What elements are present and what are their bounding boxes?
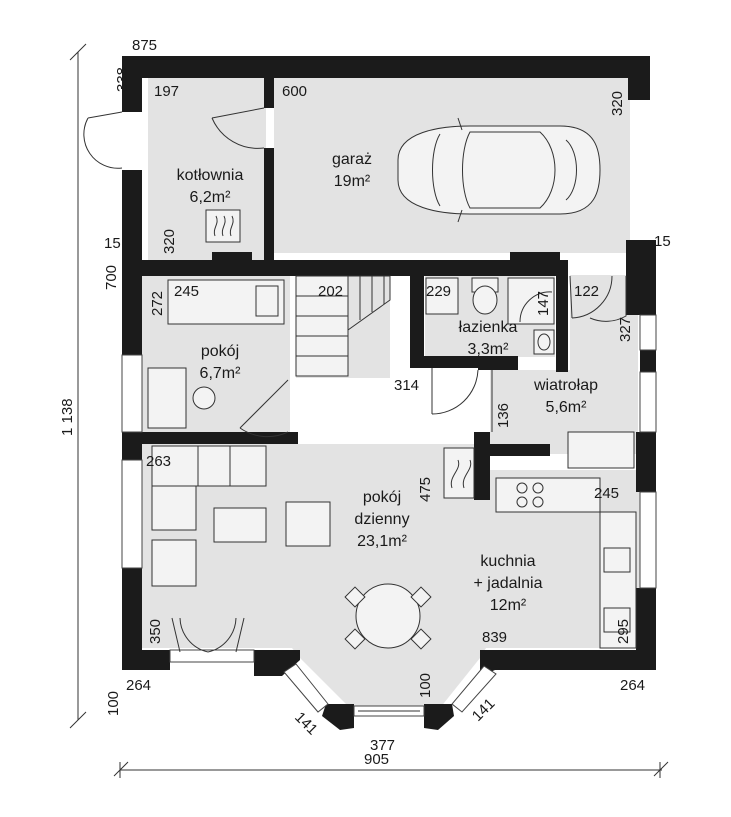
room-pokoj-dzienny-name2: dzienny <box>354 511 409 528</box>
dim-202: 202 <box>318 283 343 300</box>
room-garaz-name: garaż <box>332 151 372 168</box>
dim-263: 263 <box>146 453 171 470</box>
bedroom-furniture <box>147 279 285 429</box>
doors <box>83 107 627 653</box>
dim-327: 327 <box>617 317 634 342</box>
room-pokoj-name: pokój <box>201 343 239 360</box>
room-kuchnia-area: 12m² <box>490 597 527 614</box>
dim-272: 272 <box>149 291 166 316</box>
room-lazienka-area: 3,3m² <box>468 341 510 358</box>
dim-left-15: 15 <box>104 235 121 252</box>
dim-1138: 1 138 <box>59 398 76 436</box>
dim-839: 839 <box>482 629 507 646</box>
dim-147: 147 <box>535 291 552 316</box>
stairs <box>295 275 391 377</box>
room-pokoj-dzienny-area: 23,1m² <box>357 533 407 550</box>
living-furniture <box>151 445 475 650</box>
dim-197: 197 <box>154 83 179 100</box>
room-garaz-area: 19m² <box>334 173 371 190</box>
dim-264-right: 264 <box>620 677 645 694</box>
room-kuchnia-name1: kuchnia <box>480 553 535 570</box>
car-icon <box>397 117 601 223</box>
dim-136: 136 <box>495 403 512 428</box>
dim-314: 314 <box>394 377 419 394</box>
room-kuchnia-name2: + jadalnia <box>474 575 543 592</box>
dim-905: 905 <box>364 751 389 768</box>
dimension-lines <box>69 43 669 778</box>
dim-right-15: 15 <box>654 233 671 250</box>
dim-kotlownia-320: 320 <box>161 229 178 254</box>
dim-bay-100: 100 <box>417 673 434 698</box>
room-wiatrolap-area: 5,6m² <box>546 399 588 416</box>
kitchen-furniture <box>495 431 637 649</box>
dim-141-left: 141 <box>291 709 321 739</box>
dim-229: 229 <box>426 283 451 300</box>
dim-350: 350 <box>147 619 164 644</box>
room-labels: kotłownia 6,2m² garaż 19m² łazienka 3,3m… <box>177 151 598 614</box>
dim-garaz-320: 320 <box>609 91 626 116</box>
room-pokoj-dzienny-name1: pokój <box>363 489 401 506</box>
dim-245-pokoj: 245 <box>174 283 199 300</box>
dim-left-100: 100 <box>105 691 122 716</box>
bathroom-fixtures <box>425 277 555 355</box>
room-kotlownia-name: kotłownia <box>177 167 244 184</box>
dim-338: 338 <box>114 67 131 92</box>
dim-245-kuchnia: 245 <box>594 485 619 502</box>
dim-700: 700 <box>103 265 120 290</box>
dim-875: 875 <box>132 37 157 54</box>
room-kotlownia-area: 6,2m² <box>190 189 232 206</box>
walls <box>122 56 656 730</box>
room-lazienka-name: łazienka <box>459 319 518 336</box>
room-wiatrolap-name: wiatrołap <box>533 377 598 394</box>
windows <box>121 314 657 717</box>
boiler-icon <box>205 209 241 243</box>
room-pokoj-area: 6,7m² <box>200 365 242 382</box>
dim-377: 377 <box>370 737 395 754</box>
dim-600: 600 <box>282 83 307 100</box>
dim-264-left: 264 <box>126 677 151 694</box>
dim-295: 295 <box>615 619 632 644</box>
dim-475: 475 <box>417 477 434 502</box>
dim-122: 122 <box>574 283 599 300</box>
